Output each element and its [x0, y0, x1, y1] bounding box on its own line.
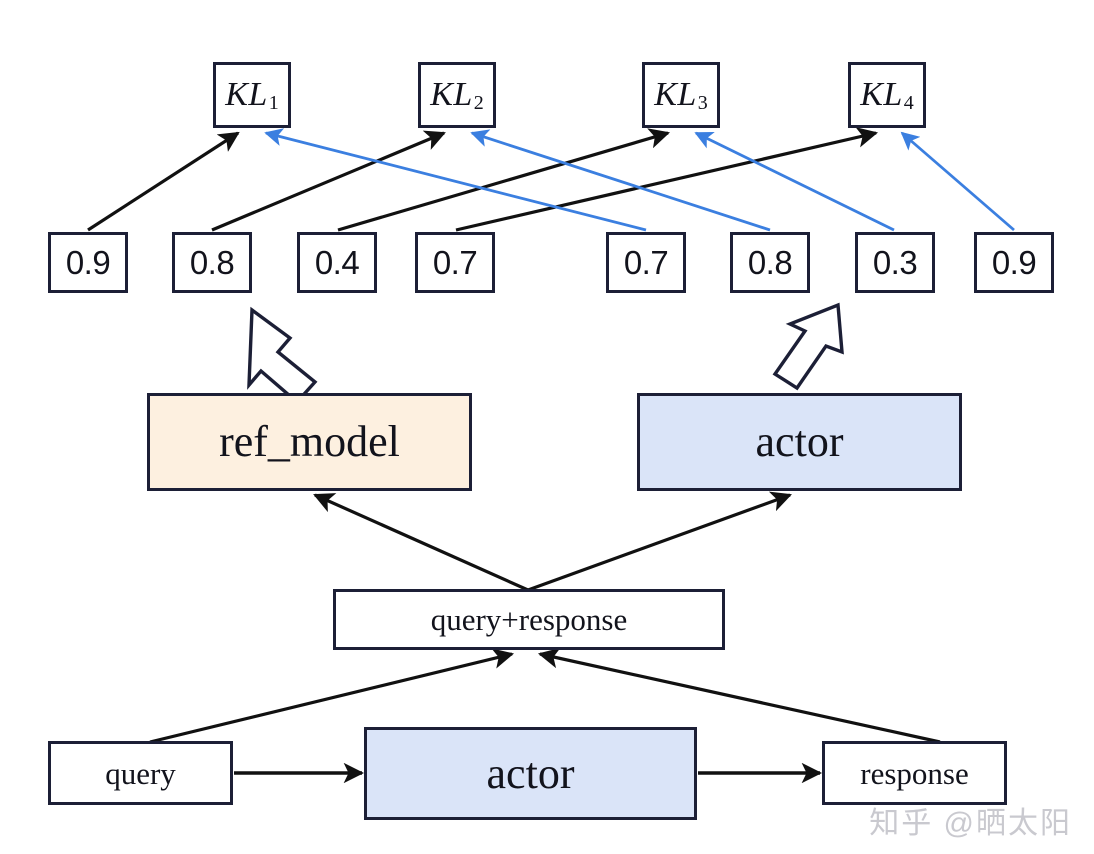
ref-value-box-2: 0.8	[172, 232, 252, 293]
kl-node-4-base: KL	[860, 76, 903, 113]
kl-node-3-base: KL	[654, 76, 697, 113]
response-node: response	[822, 741, 1007, 805]
kl-node-1-base: KL	[225, 76, 268, 113]
ref-value-box-1: 0.9	[48, 232, 128, 293]
kl-node-2-base: KL	[430, 76, 473, 113]
kl-node-2-subscript: 2	[473, 92, 484, 114]
kl-node-1-subscript: 1	[268, 92, 279, 114]
kl-node-4-subscript: 4	[903, 92, 914, 114]
qr-to-models-edges	[313, 491, 792, 592]
ref-model-node: ref_model	[147, 393, 472, 491]
ref-value-box-4: 0.7	[415, 232, 495, 293]
actor-value-box-1: 0.7	[606, 232, 686, 293]
actor-bottom-node: actor	[364, 727, 697, 820]
actor-node: actor	[637, 393, 962, 491]
ref-value-box-3: 0.4	[297, 232, 377, 293]
ref-model-block-arrow	[247, 306, 318, 405]
kl-node-3-subscript: 3	[697, 92, 708, 114]
query-node: query	[48, 741, 233, 805]
actor-value-box-2: 0.8	[730, 232, 810, 293]
query-response-node: query+response	[333, 589, 725, 650]
actor-value-edges	[264, 128, 1015, 232]
actor-value-box-4: 0.9	[974, 232, 1054, 293]
ref-value-edges	[87, 127, 879, 232]
watermark: 知乎 @晒太阳	[869, 807, 1072, 840]
actor-block-arrow	[772, 302, 844, 391]
actor-value-box-3: 0.3	[855, 232, 935, 293]
